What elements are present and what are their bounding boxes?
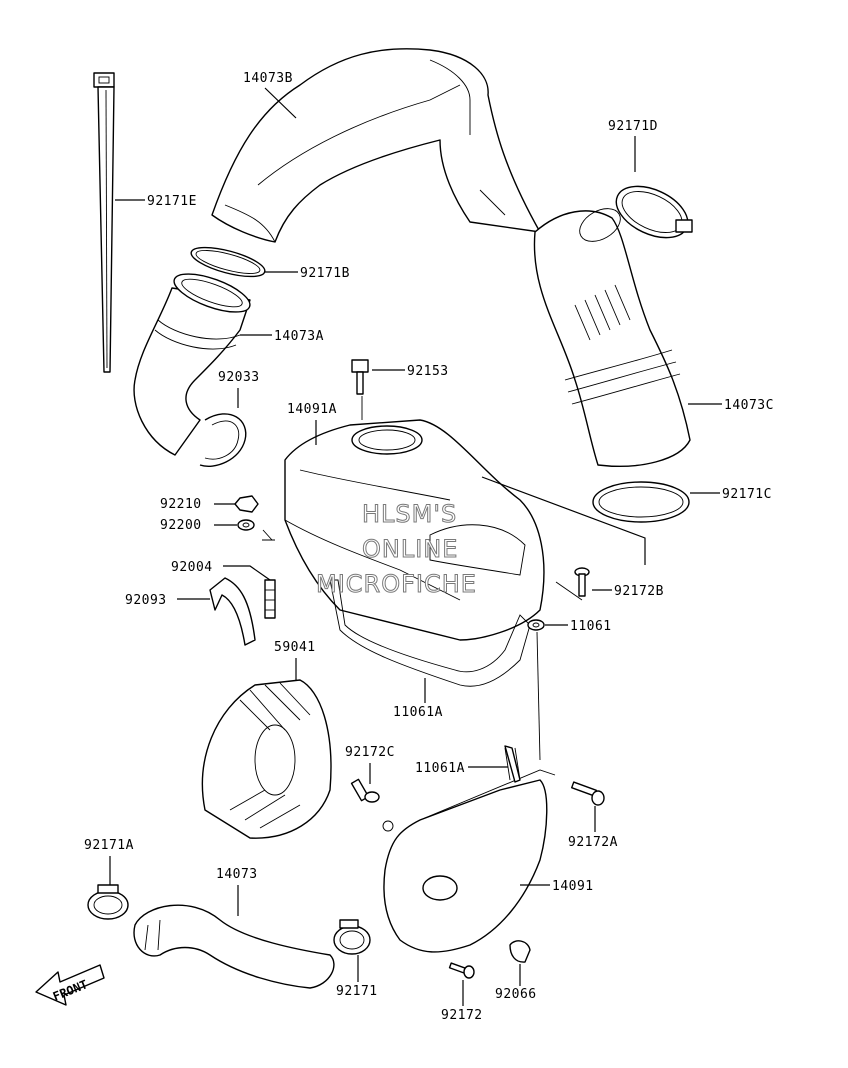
part-label: 14073B [243,71,293,86]
hose-band-92171B [190,246,266,278]
part-label: 92033 [218,370,260,385]
part-label: 92153 [407,364,449,379]
callout-92200: 92200 [160,518,237,533]
callout-92171: 92171 [336,955,378,999]
screw-92172B [574,567,590,597]
callout-92171B: 92171B [264,266,350,281]
watermark-line1: HLSM'S [362,500,457,528]
watermark-line3: MICROFICHE [316,570,477,598]
callout-92171E: 92171E [115,194,197,209]
airbox-cover-14091A [284,419,545,641]
part-label: 92172C [345,745,395,760]
part-label: 92171D [608,119,658,134]
collar-92004 [264,579,276,619]
part-label: 92172B [614,584,664,599]
callout-14091: 14091 [520,879,594,894]
assembly-lines [262,396,646,761]
watermark: HLSM'S ONLINE MICROFICHE [316,500,477,599]
part-label: 92210 [160,497,202,512]
part-label: 14091 [552,879,594,894]
front-arrow: FRONT [35,964,105,1006]
part-label: 92171C [722,487,772,502]
callout-92172A: 92172A [568,806,618,850]
gasket-11061A-lower [504,745,521,783]
duct-14073C [533,208,691,467]
callout-92004: 92004 [171,560,271,581]
bolt-92153 [351,359,369,395]
callout-92093: 92093 [125,593,210,608]
part-label: 14073A [274,329,324,344]
callout-92171D: 92171D [608,119,658,172]
callout-92172: 92172 [441,980,483,1023]
part-label: 92172A [568,835,618,850]
part-label: 92171B [300,266,350,281]
callout-14073A: 14073A [240,329,324,344]
watermark-line2: ONLINE [362,535,458,563]
fan-59041 [201,679,332,839]
part-label: 92200 [160,518,202,533]
callout-14073C: 14073C [688,398,774,413]
part-label: 92004 [171,560,213,575]
part-label: 14073C [724,398,774,413]
part-label: 92066 [495,987,537,1002]
part-label: 92093 [125,593,167,608]
hose-14073 [133,904,335,989]
clamp-92171A [87,884,129,920]
part-label: 92171E [147,194,197,209]
callout-92171A: 92171A [84,838,134,885]
callout-14073: 14073 [216,867,258,916]
callout-92172C: 92172C [345,745,395,784]
part-label: 11061A [393,705,443,720]
callout-11061: 11061 [545,619,612,634]
part-label: 92171A [84,838,134,853]
bracket-92093 [209,577,256,646]
duct-14073B [211,48,541,243]
cable-tie-92171E [93,72,115,373]
nut-92210 [234,495,259,513]
washer-92200 [237,519,255,531]
callout-14073B: 14073B [243,71,297,119]
part-label: 14073 [216,867,258,882]
ring-92033 [199,413,247,467]
callout-11061A-lower: 11061A [415,761,508,776]
clamp-92171D [615,185,693,239]
clamp-92171C [592,481,690,523]
screw-92172 [448,962,475,979]
callout-92033: 92033 [218,370,260,408]
callout-59041: 59041 [274,640,316,680]
grommet-11061 [527,619,545,631]
callout-92153: 92153 [372,364,449,379]
duct-14073A [133,273,251,456]
part-label: 92172 [441,1008,483,1023]
callout-92210: 92210 [160,497,236,512]
part-label: 11061 [570,619,612,634]
airbox-14091 [382,747,556,953]
part-label: 14091A [287,402,337,417]
callout-92172B: 92172B [592,584,664,599]
part-label: 59041 [274,640,316,655]
callout-14091A: 14091A [287,402,337,445]
screw-92172A [570,781,605,806]
callout-92066: 92066 [495,964,537,1002]
callout-11061A-upper: 11061A [393,678,443,720]
part-label: 11061A [415,761,465,776]
cap-92066 [509,940,531,963]
clamp-92171 [333,919,371,955]
screw-92172C [350,778,380,803]
part-label: 92171 [336,984,378,999]
callout-92171C: 92171C [690,487,772,502]
